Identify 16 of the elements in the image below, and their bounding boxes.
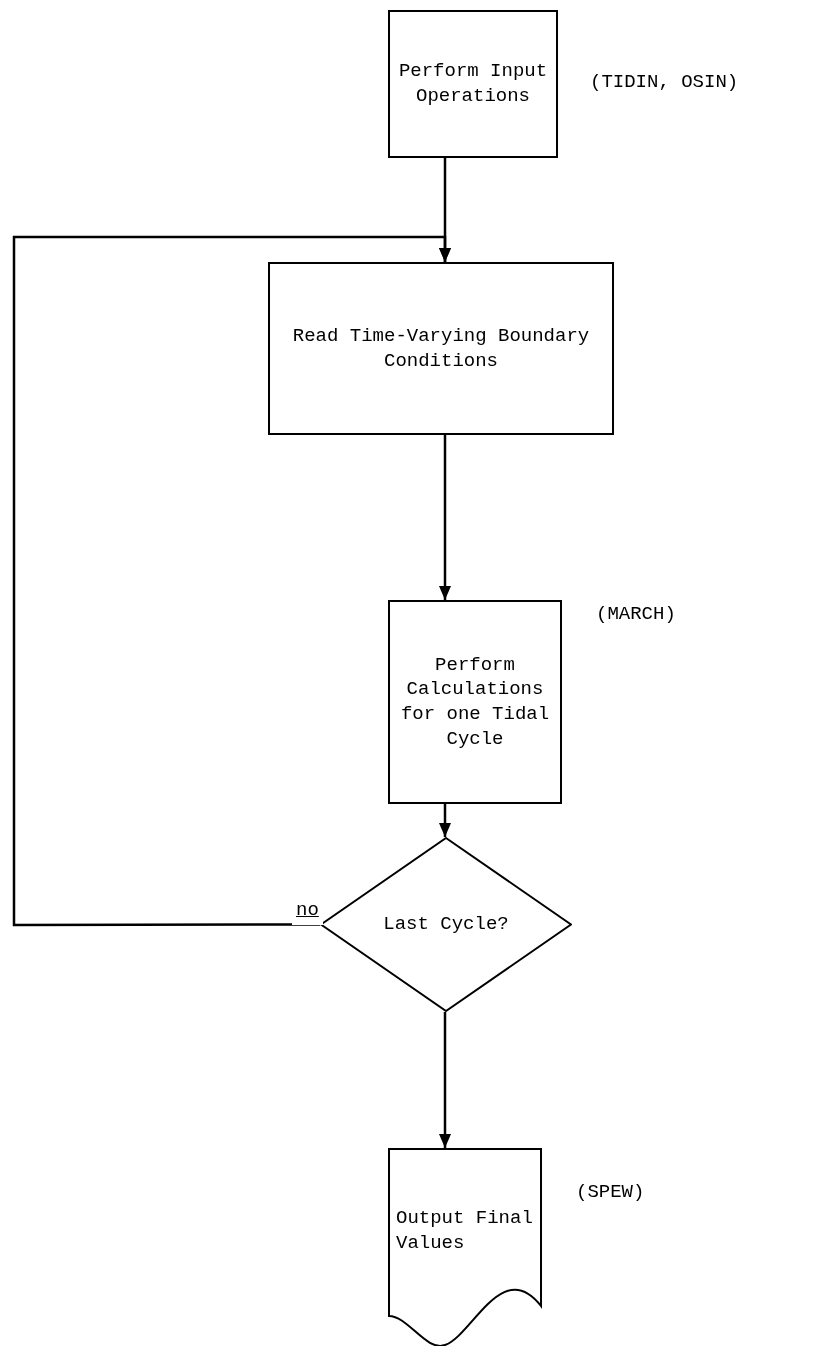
node-text: Last Cycle?: [382, 912, 510, 937]
module-name: (TIDIN, OSIN): [590, 70, 739, 95]
arrow: [439, 1012, 451, 1148]
process-box: [388, 10, 558, 158]
process-box: [388, 600, 562, 804]
arrow: [439, 435, 451, 600]
arrow: [439, 804, 451, 837]
module-name: (MARCH): [596, 602, 676, 627]
node-text: Perform Calculations for one Tidal Cycle: [399, 652, 551, 752]
node-text: Read Time-Varying Boundary Conditions: [291, 323, 591, 374]
document-shape: [388, 1148, 542, 1346]
node-text: Output Final Values: [395, 1206, 534, 1256]
process-box: [268, 262, 614, 435]
module-name: (SPEW): [576, 1180, 645, 1205]
decision-diamond: [320, 837, 572, 1012]
node-text: Perform Input Operations: [397, 59, 549, 109]
